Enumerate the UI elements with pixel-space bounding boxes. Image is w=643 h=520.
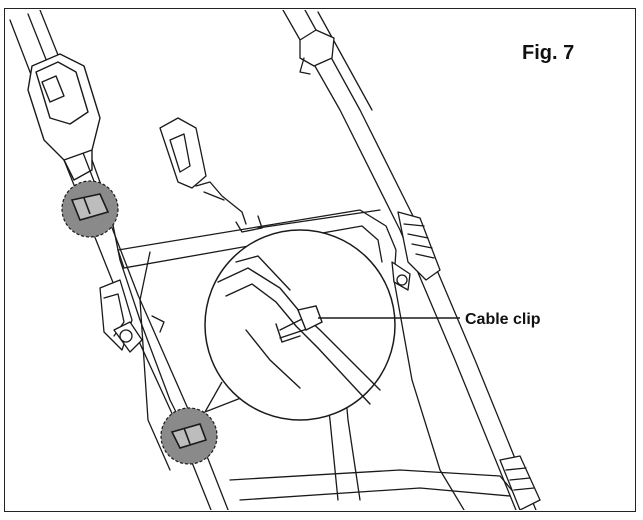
switch-box [27, 53, 101, 181]
deck-bottom [229, 455, 541, 510]
bail-lever [159, 117, 247, 225]
cable-clip-label: Cable clip [465, 311, 541, 328]
upper-knob [299, 29, 335, 75]
right-adjuster [391, 211, 441, 291]
detail-magnifier [203, 229, 396, 421]
left-quick-release [99, 279, 165, 353]
figure-label: Fig. 7 [522, 42, 575, 64]
clip-highlights [61, 180, 218, 465]
